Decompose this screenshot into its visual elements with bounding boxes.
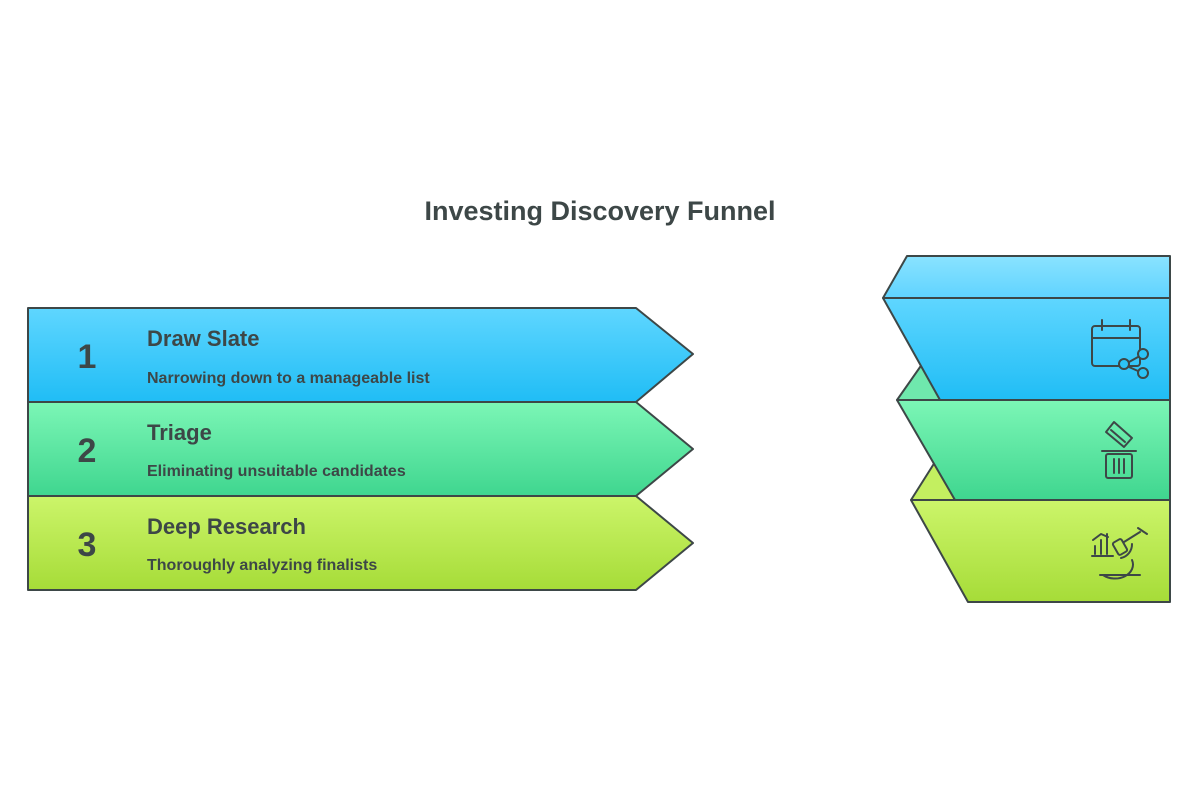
- step-3-title: Deep Research: [147, 514, 306, 539]
- step-3-description: Thoroughly analyzing finalists: [147, 557, 378, 574]
- calendar-share-icon: [1091, 319, 1149, 379]
- funnel-3d: [882, 255, 1171, 603]
- step-3-number: 3: [77, 526, 97, 564]
- step-2-title: Triage: [147, 420, 212, 445]
- step-1-arrow: [27, 307, 694, 403]
- step-1-title: Draw Slate: [147, 326, 260, 351]
- step-2-description: Eliminating unsuitable candidates: [147, 463, 406, 480]
- trash-icon: [1101, 421, 1137, 479]
- step-2-arrow: [27, 401, 694, 497]
- step-2-number: 2: [77, 432, 97, 470]
- step-1-description: Narrowing down to a manageable list: [147, 370, 430, 387]
- microscope-chart-icon: [1091, 527, 1148, 580]
- diagram-title: Investing Discovery Funnel: [424, 196, 776, 226]
- step-1-number: 1: [77, 338, 97, 376]
- step-3-arrow: [27, 495, 694, 591]
